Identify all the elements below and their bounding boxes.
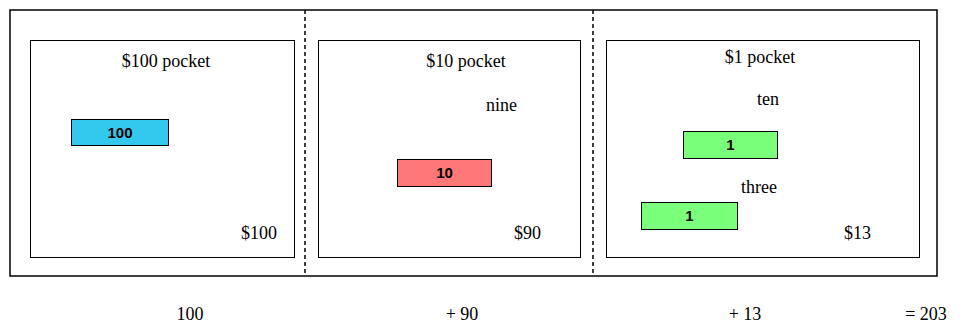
hundred-bill: 100 [71, 119, 169, 146]
sum-term: 100 [177, 304, 204, 325]
divider-line [304, 10, 306, 276]
pocket-text: $100 pocket [122, 51, 210, 72]
bill-value: 100 [107, 124, 132, 142]
bill-value: 10 [436, 164, 453, 182]
pocket-text: nine [486, 95, 517, 116]
pocket-text: $13 [844, 223, 871, 244]
hundred-pocket: $100 pocket $100 100 [30, 40, 295, 258]
pocket-text: $100 [241, 223, 277, 244]
sum-term: + 90 [446, 304, 479, 325]
sum-term: = 203 [905, 304, 947, 325]
pocket-text: $90 [514, 223, 541, 244]
pocket-text: ten [757, 89, 779, 110]
divider-line [592, 10, 594, 276]
pocket-text: $1 pocket [725, 47, 795, 68]
one-pocket: $1 pocket ten three $13 1 1 [606, 40, 920, 258]
one-bill: 1 [641, 202, 738, 230]
pocket-text: three [741, 177, 777, 198]
wallet-frame [10, 10, 937, 276]
bill-value: 1 [685, 207, 693, 225]
pocket-text: $10 pocket [426, 51, 505, 72]
ten-bill: 10 [397, 159, 492, 187]
sum-term: + 13 [729, 304, 762, 325]
bill-value: 1 [726, 136, 734, 154]
one-bill: 1 [683, 131, 778, 159]
ten-pocket: $10 pocket nine $90 10 [318, 40, 581, 258]
